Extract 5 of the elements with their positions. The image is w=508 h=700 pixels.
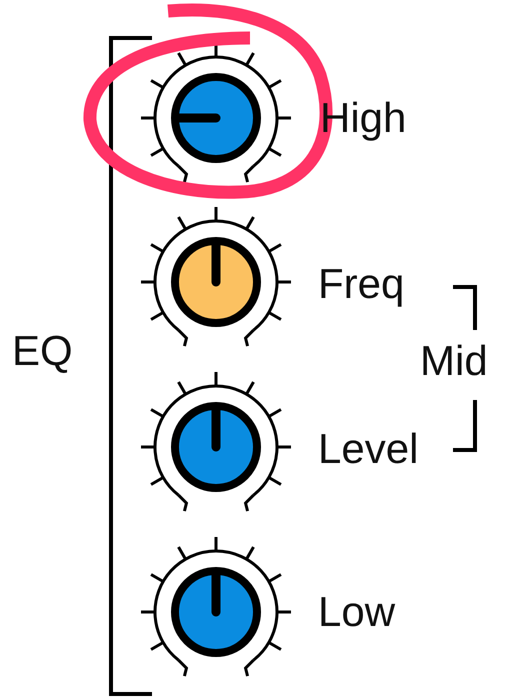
knob-label: Mid (420, 340, 488, 382)
knob-label: Level (318, 428, 418, 470)
knob-label: Low (318, 591, 396, 633)
knob-label: EQ (12, 330, 73, 372)
knob-label: Freq (318, 263, 404, 305)
